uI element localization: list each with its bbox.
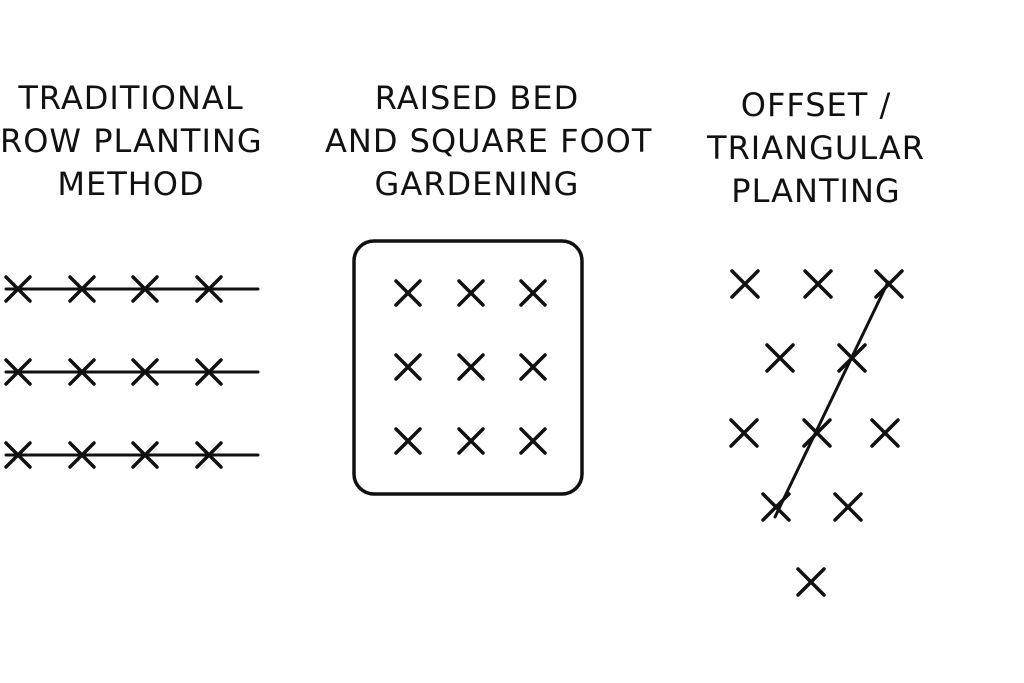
title-line: ROW PLANTING bbox=[0, 122, 263, 160]
plant-x-mark bbox=[68, 275, 96, 303]
plant-x-mark bbox=[837, 343, 867, 373]
title-line: METHOD bbox=[57, 165, 205, 203]
plant-x-mark bbox=[870, 418, 900, 448]
square-foot-diagram bbox=[352, 239, 584, 496]
plant-x-mark bbox=[519, 427, 547, 455]
diagonal-guide-line bbox=[773, 280, 890, 519]
plant-x-mark bbox=[765, 343, 795, 373]
plant-x-mark bbox=[874, 269, 904, 299]
plant-x-mark bbox=[761, 492, 791, 522]
plant-x-mark bbox=[833, 492, 863, 522]
triangular-diagram bbox=[729, 269, 904, 597]
plant-x-mark bbox=[195, 441, 223, 469]
triangular-planting-title: OFFSET / TRIANGULAR PLANTING bbox=[700, 84, 932, 213]
plant-x-mark bbox=[68, 358, 96, 386]
plant-x-mark bbox=[4, 275, 32, 303]
row-planting-diagram bbox=[4, 275, 260, 469]
title-line: AND SQUARE FOOT bbox=[325, 122, 653, 160]
plant-x-mark bbox=[4, 441, 32, 469]
plant-x-mark bbox=[195, 358, 223, 386]
title-line: TRIANGULAR bbox=[707, 129, 925, 167]
title-line: RAISED BED bbox=[374, 79, 580, 117]
plant-x-mark bbox=[4, 358, 32, 386]
plant-x-mark bbox=[394, 427, 422, 455]
title-line: OFFSET / bbox=[740, 86, 892, 124]
plant-x-mark bbox=[519, 279, 547, 307]
row-planting-title: TRADITIONAL ROW PLANTING METHOD bbox=[0, 77, 262, 206]
plant-x-mark bbox=[195, 275, 223, 303]
plant-x-mark bbox=[730, 269, 760, 299]
plant-x-mark bbox=[803, 269, 833, 299]
title-line: TRADITIONAL bbox=[18, 79, 244, 117]
plant-x-mark bbox=[729, 418, 759, 448]
raised-bed-outline bbox=[352, 239, 584, 496]
plant-x-mark bbox=[457, 427, 485, 455]
plant-x-mark bbox=[394, 353, 422, 381]
plant-x-mark bbox=[796, 567, 826, 597]
plant-x-mark bbox=[131, 275, 159, 303]
plant-x-mark bbox=[802, 418, 832, 448]
plant-x-mark bbox=[131, 441, 159, 469]
plant-x-mark bbox=[131, 358, 159, 386]
title-line: GARDENING bbox=[374, 165, 580, 203]
plant-x-mark bbox=[457, 279, 485, 307]
plant-x-mark bbox=[457, 353, 485, 381]
raised-bed-title: RAISED BED AND SQUARE FOOT GARDENING bbox=[325, 77, 653, 206]
plant-x-mark bbox=[68, 441, 96, 469]
plant-x-mark bbox=[394, 279, 422, 307]
plant-x-mark bbox=[519, 353, 547, 381]
title-line: PLANTING bbox=[731, 172, 901, 210]
